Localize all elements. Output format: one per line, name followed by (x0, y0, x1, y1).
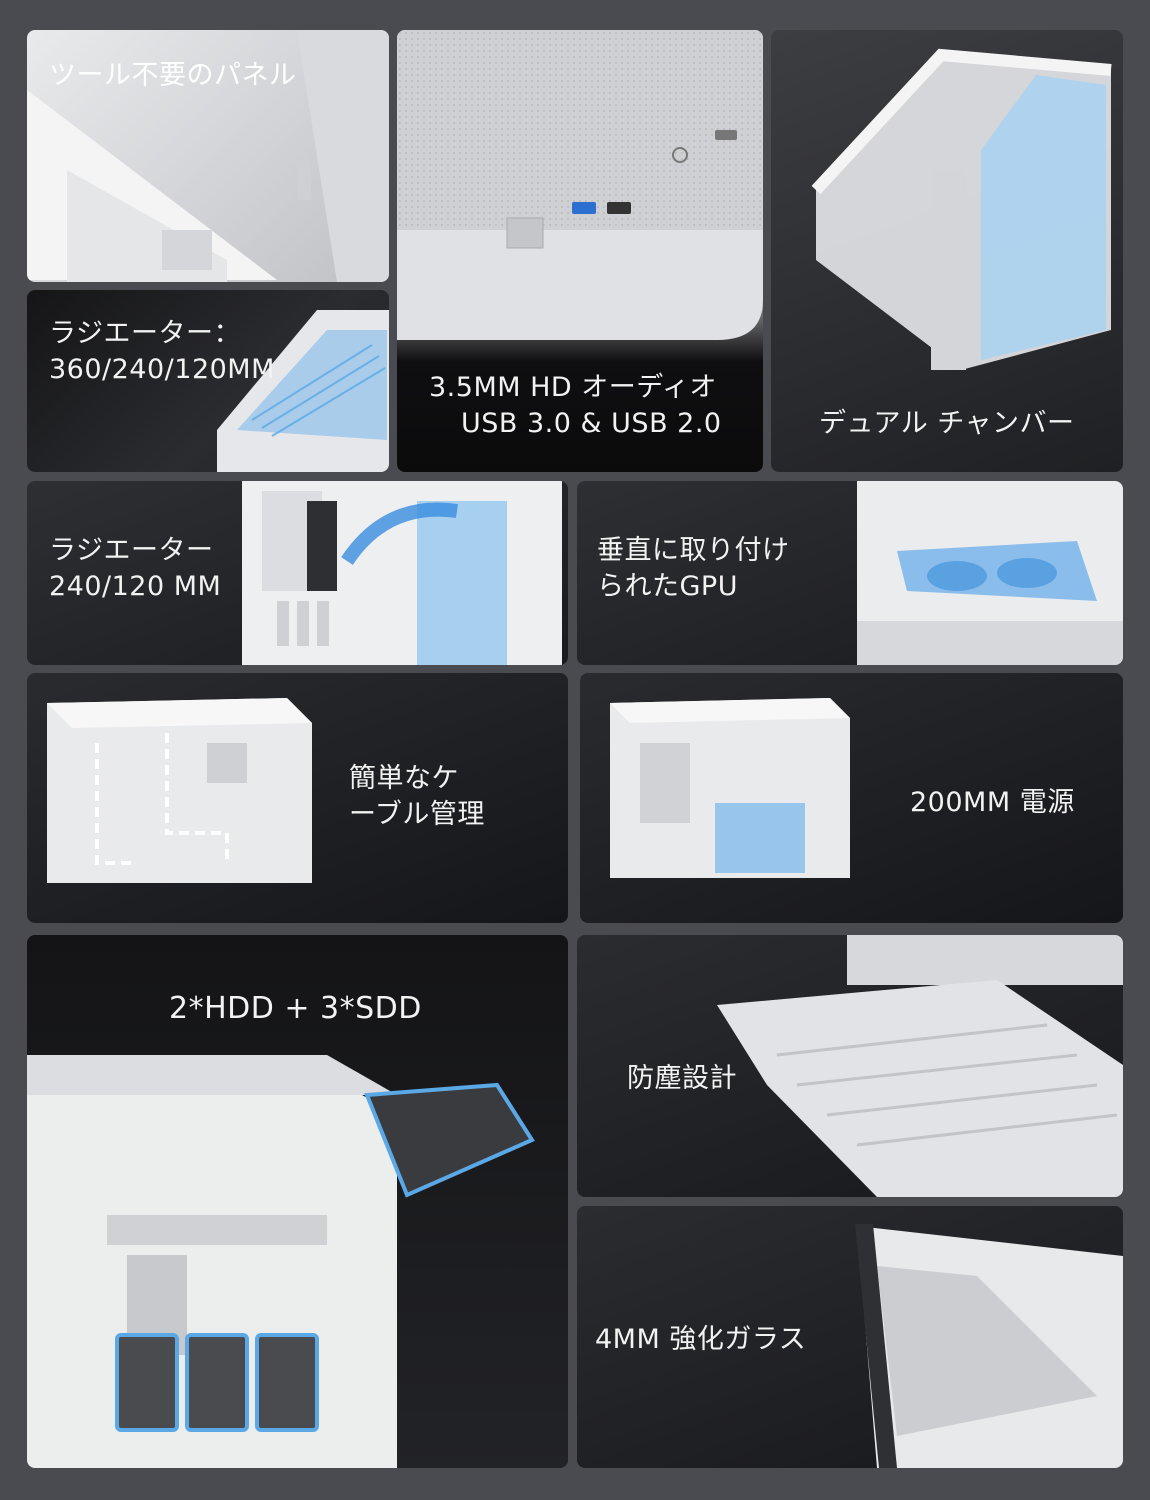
usb3-port (572, 202, 596, 214)
caption-gpu-1: 垂直に取り付け (597, 535, 790, 566)
panel-glass: 4MM 強化ガラス (577, 1206, 1123, 1468)
caption-radiator-side-2: 240/120 MM (49, 571, 222, 602)
caption-glass: 4MM 強化ガラス (595, 1324, 807, 1355)
radiator-top-illustration (217, 310, 389, 472)
ssd-drive-3 (255, 1333, 319, 1432)
caption-radiator-side-1: ラジエーター (49, 535, 214, 566)
caption-dual-chamber: デュアル チャンバー (819, 408, 1075, 439)
storage-illustration (27, 1055, 535, 1468)
caption-radiator-top-2: 360/240/120MM (49, 354, 275, 385)
panel-dust: 防塵設計 (577, 935, 1123, 1197)
caption-gpu-2: られたGPU (597, 571, 738, 602)
panel-psu: 200MM 電源 (580, 673, 1123, 923)
caption-io-1: 3.5MM HD オーディオ (429, 372, 717, 403)
caption-psu: 200MM 電源 (910, 787, 1075, 818)
ssd-drive-2 (185, 1333, 249, 1432)
panel-radiator-top: ラジエーター： 360/240/120MM (27, 290, 389, 472)
panel-io: 3.5MM HD オーディオ USB 3.0 & USB 2.0 (397, 30, 763, 472)
panel-cable: 簡単なケ ーブル管理 (27, 673, 568, 923)
panel-radiator-side: ラジエーター 240/120 MM (27, 481, 568, 665)
caption-io-2: USB 3.0 & USB 2.0 (461, 408, 722, 439)
radiator-side-illustration (242, 481, 562, 665)
glass-illustration (855, 1224, 1123, 1468)
gpu-illustration (857, 481, 1123, 665)
ssd-drive-1 (115, 1333, 179, 1432)
caption-cable-2: ーブル管理 (349, 799, 485, 830)
hdd-drive (364, 1082, 535, 1198)
caption-cable-1: 簡単なケ (349, 763, 459, 794)
dual-chamber-illustration (811, 48, 1112, 370)
caption-radiator-top-1: ラジエーター： (49, 318, 241, 349)
caption-storage: 2*HDD + 3*SDD (169, 991, 422, 1026)
dust-filter-illustration (717, 935, 1123, 1197)
panel-tool-free: ツール不要のパネル (27, 30, 389, 282)
panel-dual-chamber: デュアル チャンバー (771, 30, 1123, 472)
psu-illustration (610, 698, 850, 878)
panel-storage: 2*HDD + 3*SDD (27, 935, 568, 1468)
panel-gpu: 垂直に取り付け られたGPU (577, 481, 1123, 665)
caption-tool-free: ツール不要のパネル (49, 60, 297, 91)
front-io-illustration (397, 30, 763, 340)
caption-dust: 防塵設計 (627, 1063, 737, 1094)
cable-illustration (47, 698, 312, 883)
psu-block (715, 803, 805, 873)
side-panel-illustration (27, 30, 389, 282)
